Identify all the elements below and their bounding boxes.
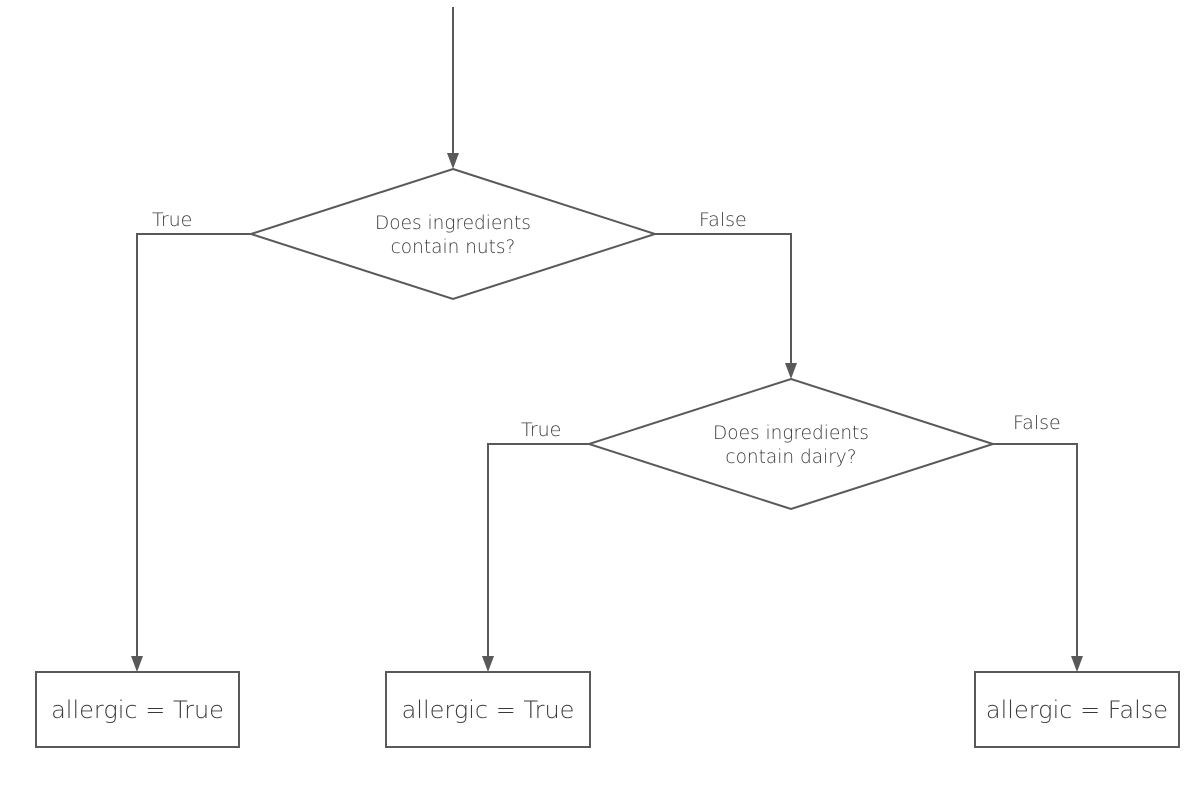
edge-nuts-false (655, 233, 797, 379)
edge-label-dairy-true: True (521, 419, 561, 441)
edge-label-dairy-false: False (1013, 412, 1061, 434)
outcome-box-1: allergic = True (35, 671, 240, 748)
decision-dairy-line1: Does ingredients (713, 423, 869, 444)
decision-nuts: Does ingredients contain nuts? (247, 167, 659, 301)
decision-dairy-line2: contain dairy? (725, 447, 856, 468)
edge-nuts-true (131, 233, 251, 672)
outcome-text-1: allergic = True (51, 696, 224, 724)
edge-label-nuts-false: False (699, 209, 747, 231)
decision-nuts-line1: Does ingredients (375, 213, 531, 234)
outcome-box-3: allergic = False (974, 671, 1180, 748)
outcome-text-3: allergic = False (986, 696, 1168, 724)
outcome-text-2: allergic = True (402, 696, 575, 724)
decision-nuts-line2: contain nuts? (391, 237, 516, 258)
decision-dairy: Does ingredients contain dairy? (585, 377, 997, 511)
entry-arrow (447, 7, 459, 169)
edge-label-nuts-true: True (152, 209, 192, 231)
edge-dairy-true (482, 443, 589, 672)
outcome-box-2: allergic = True (385, 671, 591, 748)
edge-dairy-false (993, 443, 1083, 672)
